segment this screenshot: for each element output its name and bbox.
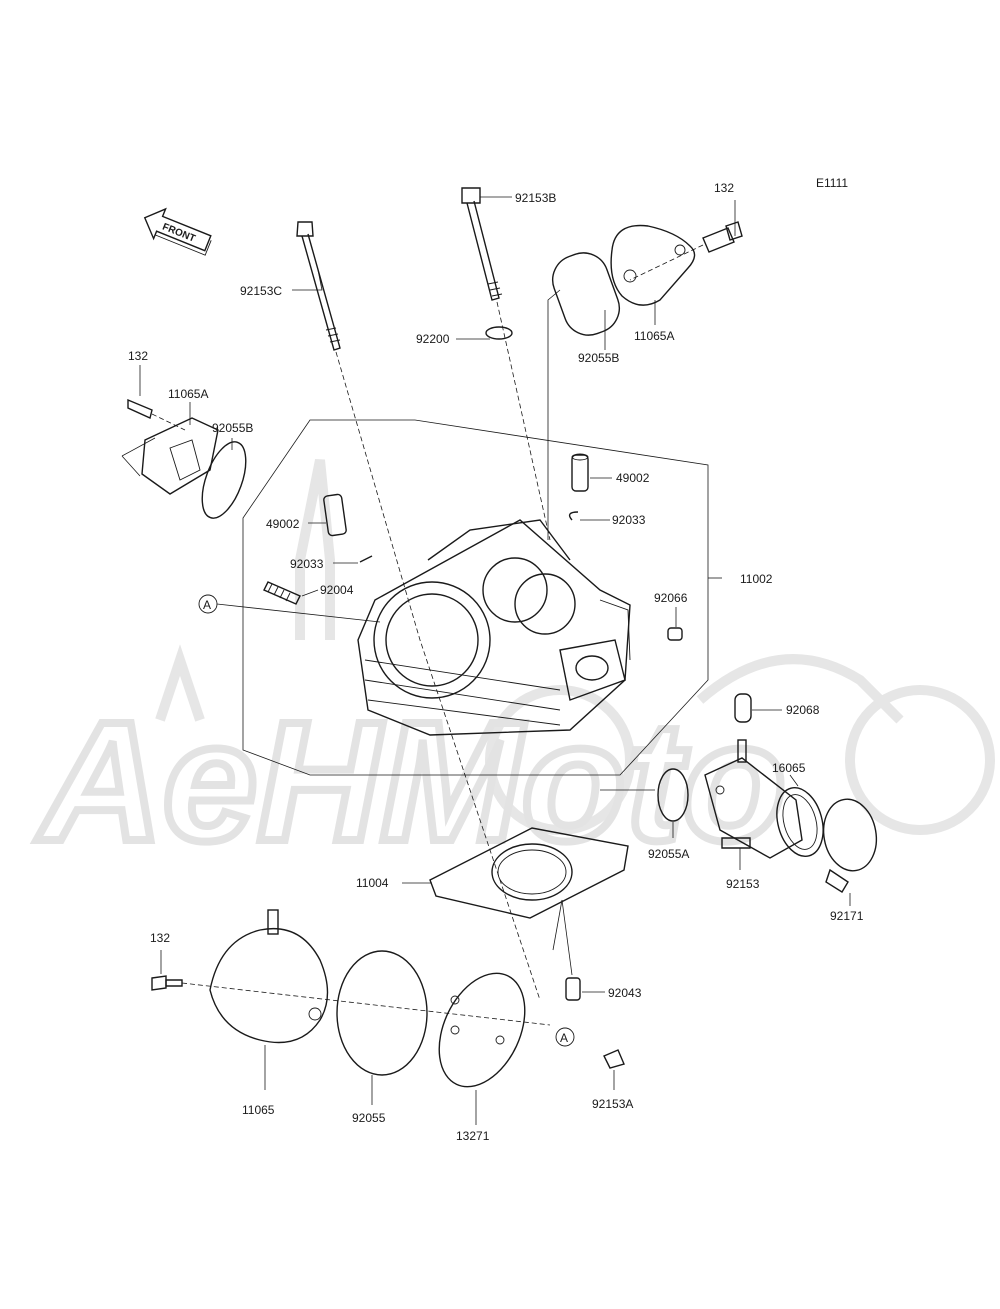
bolt-92153a [603, 1049, 625, 1069]
label-11002: 11002 [740, 572, 773, 586]
label-92055: 92055 [352, 1111, 386, 1125]
label-13271: 13271 [456, 1129, 490, 1143]
label-92153b: 92153B [515, 191, 556, 205]
dowel-92066 [667, 627, 683, 641]
label-49002-right: 49002 [616, 471, 650, 485]
plate-13271 [438, 972, 526, 1088]
cover-11065a-top [610, 224, 696, 306]
cover-11065a-left [121, 398, 247, 519]
dowel-92068 [734, 693, 752, 723]
label-92153a: 92153A [592, 1097, 633, 1111]
tappet-49002-left [323, 493, 347, 537]
label-92004: 92004 [320, 583, 354, 597]
part-labels: 92153B 132 92153C 92200 92055B 11065A 13… [128, 181, 864, 1143]
intake-pipe-16065 [704, 739, 824, 859]
oring-92055 [336, 950, 428, 1076]
label-92068: 92068 [786, 703, 820, 717]
bolt-132-bottom [151, 975, 551, 1026]
head-gasket-11004 [429, 827, 629, 919]
label-132-left: 132 [128, 349, 148, 363]
oring-92055b-top [552, 252, 620, 336]
label-92055b-left: 92055B [212, 421, 253, 435]
label-11004: 11004 [356, 876, 389, 890]
label-49002-left: 49002 [266, 517, 300, 531]
front-arrow-icon: FRONT [143, 207, 212, 256]
bolt-92153 [721, 837, 751, 849]
tappet-49002-right [571, 453, 589, 492]
label-92055b-top: 92055B [578, 351, 619, 365]
watermark-logo: AeHMoto [32, 459, 995, 881]
clip-92033-left [359, 555, 373, 563]
label-92153: 92153 [726, 877, 760, 891]
clamp-92171 [822, 798, 878, 893]
oring-92055b-left [201, 441, 247, 519]
dowel-92043 [565, 977, 581, 1001]
label-16065: 16065 [772, 761, 806, 775]
diagram-code: E1111 [816, 176, 848, 190]
ref-marker-a-top: A [198, 594, 381, 623]
label-11065a-top: 11065A [634, 329, 674, 343]
bolt-92153b [461, 187, 551, 541]
label-92171: 92171 [830, 909, 864, 923]
label-92200: 92200 [416, 332, 450, 346]
ref-marker-a-bottom: A [555, 1027, 575, 1047]
ref-marker-a-top-label: A [203, 598, 211, 612]
label-92066: 92066 [654, 591, 688, 605]
stud-92004 [263, 581, 301, 605]
watermark-text: AeHMoto [36, 687, 786, 877]
label-132-bottom: 132 [150, 931, 170, 945]
washer-92200 [485, 326, 513, 340]
leader-lines [139, 196, 851, 1125]
label-11065: 11065 [242, 1103, 275, 1117]
label-92033-left: 92033 [290, 557, 324, 571]
label-92043: 92043 [608, 986, 642, 1000]
assembly-bracket [242, 419, 722, 776]
ref-marker-a-bottom-label: A [560, 1031, 568, 1045]
label-132-top: 132 [714, 181, 734, 195]
label-92033-right: 92033 [612, 513, 646, 527]
label-92153c: 92153C [240, 284, 282, 298]
bolt-132-top [629, 221, 743, 281]
label-11065a-left: 11065A [168, 387, 208, 401]
clip-92033-right [568, 511, 579, 521]
cylinder-head [357, 519, 631, 736]
front-label: FRONT [161, 222, 197, 245]
cover-11065 [209, 909, 329, 1044]
oring-92055a [657, 768, 689, 822]
label-92055a: 92055A [648, 847, 689, 861]
